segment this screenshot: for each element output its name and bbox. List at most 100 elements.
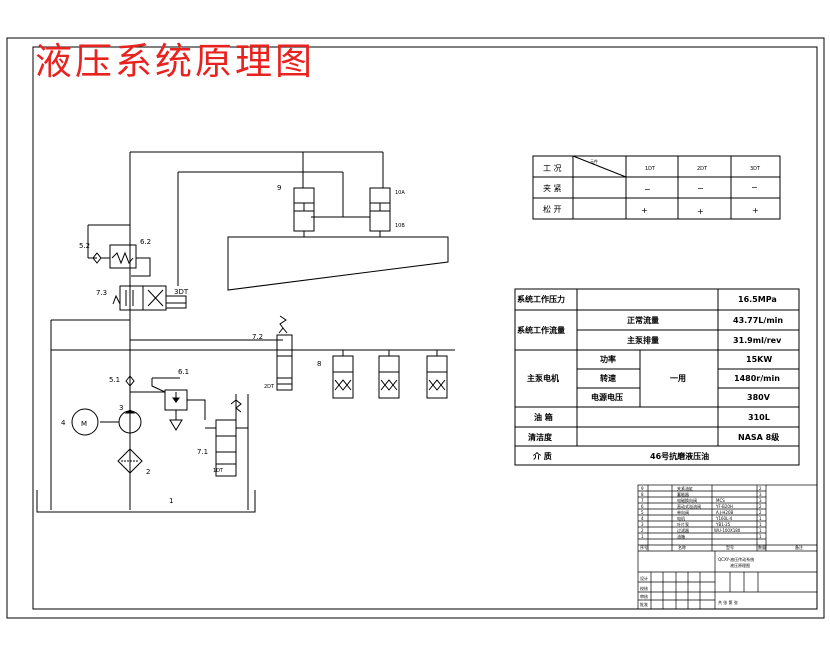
param-clean-label: 清洁度: [528, 432, 553, 442]
svg-text:批准: 批准: [640, 601, 648, 607]
svg-text:夹紧油缸: 夹紧油缸: [677, 485, 693, 491]
param-flow-label: 系统工作流量: [517, 325, 565, 335]
param-motor-note: 一用: [670, 374, 686, 383]
param-voltage-label: 电源电压: [591, 392, 623, 402]
label-7-1: 7.1: [197, 448, 208, 456]
svg-text:序号: 序号: [640, 544, 648, 550]
svg-text:3: 3: [759, 498, 762, 503]
svg-text:过滤器: 过滤器: [677, 527, 689, 533]
inner-frame: [32, 46, 818, 610]
svg-text:蓄能器: 蓄能器: [677, 491, 689, 497]
svg-text:2: 2: [759, 486, 762, 491]
relief-valve-6-2: [109, 244, 137, 269]
svg-text:液压原理图: 液压原理图: [730, 562, 750, 568]
svg-text:Y160L-4: Y160L-4: [715, 516, 733, 521]
svg-text:设计: 设计: [640, 575, 648, 581]
svg-text:名称: 名称: [678, 544, 686, 550]
cylinder-10: [369, 187, 391, 232]
schematic-labels: 9 10A 10B 5.2 6.2 7.3 3DT 7.2 2DT 8 5.1 …: [61, 184, 405, 505]
solenoid-valve-7-3: [112, 285, 187, 311]
solenoid-valve-7-1: [205, 394, 249, 510]
cell-clamp-2dt: −: [697, 184, 704, 193]
param-clean-value: NASA 8级: [738, 432, 780, 442]
svg-text:1: 1: [759, 516, 762, 521]
svg-text:2: 2: [759, 504, 762, 509]
label-motor: M: [81, 420, 87, 428]
cell-clamp-3dt: −: [751, 183, 758, 192]
col-3dt: 3DT: [750, 166, 761, 172]
param-voltage-value: 380V: [747, 393, 771, 402]
row-release: 松 开: [543, 204, 562, 214]
svg-text:1: 1: [759, 522, 762, 527]
col-2dt: 2DT: [697, 166, 708, 172]
svg-text:数量: 数量: [758, 544, 766, 550]
page-title: 液压系统原理图: [35, 40, 315, 83]
svg-text:备注: 备注: [795, 544, 803, 550]
cell-clamp-1dt: −: [644, 185, 651, 194]
param-pressure-value: 16.5MPa: [738, 295, 777, 304]
table-corner-left: 工 况: [543, 164, 562, 173]
label-3: 3: [119, 404, 123, 412]
svg-text:电机: 电机: [677, 515, 685, 521]
param-pump-disp-label: 主泵排量: [627, 335, 659, 345]
svg-text:审核: 审核: [640, 593, 648, 599]
svg-text:3: 3: [641, 522, 644, 527]
label-7-3: 7.3: [96, 289, 107, 297]
param-pump-disp-value: 31.9ml/rev: [733, 336, 782, 345]
label-8: 8: [317, 360, 321, 368]
tank-1: [36, 490, 256, 513]
row-clamp: 夹 紧: [543, 183, 562, 193]
label-1dt: 1DT: [213, 468, 224, 474]
col-1dt: 1DT: [645, 166, 656, 172]
param-power-value: 15KW: [746, 355, 772, 364]
param-power-label: 功率: [600, 354, 616, 364]
label-10a: 10A: [395, 190, 405, 196]
clamp-body: [227, 236, 449, 291]
svg-text:1: 1: [759, 528, 762, 533]
label-4: 4: [61, 419, 66, 427]
param-motor-label: 主泵电机: [527, 373, 559, 383]
label-6-1: 6.1: [178, 368, 189, 376]
svg-text:校核: 校核: [640, 585, 648, 591]
svg-text:YB1-25: YB1-25: [715, 522, 731, 527]
svg-text:单向阀: 单向阀: [677, 509, 689, 515]
solenoid-table-text: 元件 工 况 1DT 2DT 3DT 夹 紧 − − − 松 开 + + +: [543, 158, 761, 216]
svg-text:QCXY-液压传动系统: QCXY-液压传动系统: [718, 556, 754, 562]
motor-4: [71, 408, 99, 436]
svg-text:油箱: 油箱: [677, 533, 685, 539]
title-block: [637, 484, 818, 610]
param-flow-normal-value: 43.77L/min: [733, 316, 783, 325]
label-2: 2: [146, 468, 150, 476]
svg-text:MCS: MCS: [716, 498, 725, 503]
check-valve-5-1: [125, 375, 135, 387]
svg-text:电磁换向阀: 电磁换向阀: [677, 497, 697, 503]
label-6-2: 6.2: [140, 238, 151, 246]
svg-text:共 张 第 张: 共 张 第 张: [718, 599, 738, 605]
label-7-2: 7.2: [252, 333, 263, 341]
table-corner-top: 元件: [590, 158, 598, 164]
svg-text:WU-100X180: WU-100X180: [714, 528, 741, 533]
svg-text:6: 6: [641, 504, 644, 509]
svg-text:4: 4: [641, 516, 644, 521]
param-medium-label: 介 质: [532, 451, 552, 461]
param-table-text: 系统工作压力 16.5MPa 系统工作流量 正常流量 43.77L/min 主泵…: [517, 294, 783, 461]
param-tank-value: 310L: [748, 413, 770, 422]
param-tank-label: 油 箱: [534, 412, 553, 422]
solenoid-table: [532, 155, 781, 220]
label-10b: 10B: [395, 223, 405, 229]
svg-text:8: 8: [641, 492, 644, 497]
svg-text:2: 2: [759, 510, 762, 515]
svg-text:直动式溢流阀: 直动式溢流阀: [677, 503, 701, 509]
svg-text:型号: 型号: [726, 544, 734, 550]
solenoid-valve-7-2: [276, 315, 293, 391]
svg-text:YF-B20H: YF-B20H: [715, 504, 733, 509]
label-5-1: 5.1: [109, 376, 120, 384]
cell-release-3dt: +: [752, 206, 759, 215]
outer-border: [6, 37, 825, 619]
param-speed-label: 转速: [600, 373, 616, 383]
param-flow-normal-label: 正常流量: [627, 315, 659, 325]
svg-text:叶片泵: 叶片泵: [677, 521, 689, 527]
svg-text:1: 1: [641, 534, 644, 539]
label-1: 1: [169, 497, 173, 505]
label-3dt: 3DT: [174, 288, 189, 296]
